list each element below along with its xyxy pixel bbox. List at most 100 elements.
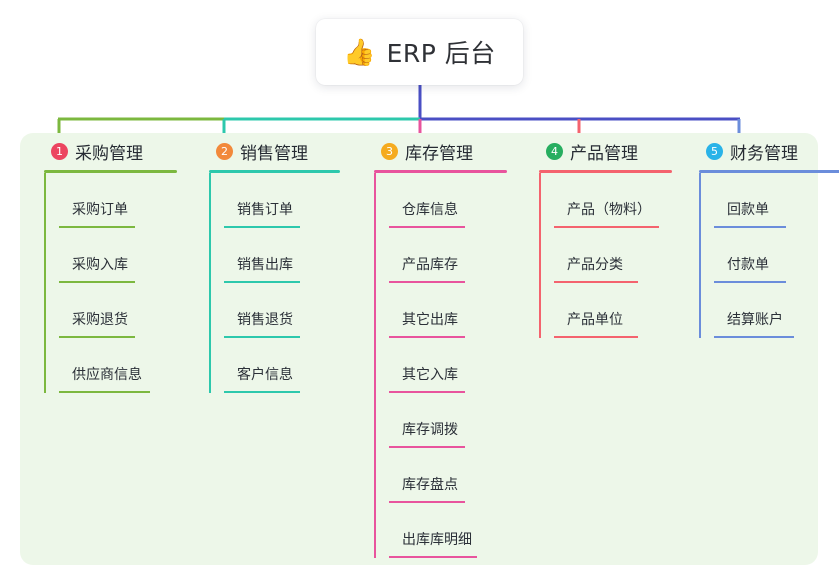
branch-item[interactable]: 产品库存 [389, 228, 507, 283]
branch-item-label: 库存调拨 [402, 422, 458, 438]
branch-title: 财务管理 [730, 144, 798, 164]
branch-item-underline [554, 281, 638, 283]
branch-item-list: 产品（物料） 产品分类产品单位 [539, 173, 672, 338]
branch-column-3: 3 库存管理仓库信息产品库存其它出库其它入库库存调拨库存盘点出库库明细 [362, 133, 507, 558]
branch-item-underline [714, 226, 786, 228]
branch-item[interactable]: 采购入库 [59, 228, 177, 283]
branch-item-label: 产品分类 [567, 257, 623, 273]
branch-item[interactable]: 供应商信息 [59, 338, 177, 393]
branch-column-2: 2 销售管理销售订单销售出库销售退货客户信息 [197, 133, 340, 393]
branch-item-underline [389, 391, 465, 393]
branch-item-underline [389, 446, 465, 448]
branch-item-underline [59, 226, 135, 228]
branch-item[interactable]: 付款单 [714, 228, 839, 283]
thumbs-up-icon: 👍 [343, 38, 376, 68]
branch-item[interactable]: 销售退货 [224, 283, 340, 338]
branch-item[interactable]: 库存盘点 [389, 448, 507, 503]
branch-item[interactable]: 产品单位 [554, 283, 672, 338]
branch-item-underline [59, 281, 135, 283]
branch-item-list: 仓库信息产品库存其它出库其它入库库存调拨库存盘点出库库明细 [374, 173, 507, 558]
branch-item-list: 采购订单采购入库采购退货供应商信息 [44, 173, 177, 393]
branch-item[interactable]: 其它出库 [389, 283, 507, 338]
branch-item[interactable]: 采购订单 [59, 173, 177, 228]
branch-title: 库存管理 [405, 144, 473, 164]
branch-column-1: 1 采购管理采购订单采购入库采购退货供应商信息 [32, 133, 177, 393]
branch-item-underline [224, 336, 300, 338]
branch-columns: 1 采购管理采购订单采购入库采购退货供应商信息 2 销售管理销售订单销售出库销售退货客… [20, 133, 839, 565]
branch-item[interactable]: 库存调拨 [389, 393, 507, 448]
branch-spine [44, 173, 46, 393]
branch-spine [699, 173, 701, 338]
root-title: ERP 后台 [386, 39, 496, 68]
branch-title: 销售管理 [240, 144, 308, 164]
branch-number-badge: 4 [546, 143, 563, 160]
branch-header-4[interactable]: 4 产品管理 [527, 133, 672, 170]
branch-item-label: 采购入库 [72, 257, 128, 273]
branch-item-underline [714, 336, 794, 338]
branch-item[interactable]: 采购退货 [59, 283, 177, 338]
branch-item-underline [224, 226, 300, 228]
branch-underline [44, 170, 177, 173]
branch-number-badge: 1 [51, 143, 68, 160]
branch-item-label: 销售订单 [237, 202, 293, 218]
branch-item-underline [554, 336, 638, 338]
branch-item-label: 供应商信息 [72, 367, 142, 383]
branches-panel [20, 133, 818, 565]
branch-item-underline [389, 226, 465, 228]
branch-item-label: 销售出库 [237, 257, 293, 273]
branch-underline [539, 170, 672, 173]
branch-item-underline [714, 281, 786, 283]
branch-item-label: 采购退货 [72, 312, 128, 328]
branch-item[interactable]: 出库库明细 [389, 503, 507, 558]
branch-underline [374, 170, 507, 173]
branch-item[interactable]: 产品（物料） [554, 173, 672, 228]
branch-number-badge: 2 [216, 143, 233, 160]
branch-header-3[interactable]: 3 库存管理 [362, 133, 507, 170]
branch-item-label: 出库库明细 [402, 532, 472, 548]
branch-item[interactable]: 销售订单 [224, 173, 340, 228]
branch-item-label: 其它出库 [402, 312, 458, 328]
root-node[interactable]: 👍 ERP 后台 [316, 19, 523, 85]
branch-number-badge: 3 [381, 143, 398, 160]
branch-header-2[interactable]: 2 销售管理 [197, 133, 340, 170]
branch-spine [374, 173, 376, 558]
branch-column-4: 4 产品管理产品（物料） 产品分类产品单位 [527, 133, 672, 338]
branch-item[interactable]: 其它入库 [389, 338, 507, 393]
branch-item-underline [224, 281, 300, 283]
branch-header-1[interactable]: 1 采购管理 [32, 133, 177, 170]
branch-item-underline [389, 501, 465, 503]
branch-item-underline [224, 391, 300, 393]
branch-underline [209, 170, 340, 173]
branch-item-label: 销售退货 [237, 312, 293, 328]
branch-item-underline [59, 336, 135, 338]
branch-spine [539, 173, 541, 338]
branch-item-label: 结算账户 [727, 312, 783, 328]
branch-title: 采购管理 [75, 144, 143, 164]
branch-item-list: 销售订单销售出库销售退货客户信息 [209, 173, 340, 393]
branch-item-underline [389, 281, 465, 283]
branch-item[interactable]: 客户信息 [224, 338, 340, 393]
branch-item-label: 产品库存 [402, 257, 458, 273]
branch-item-underline [389, 556, 477, 558]
branch-item-label: 采购订单 [72, 202, 128, 218]
branch-item-underline [389, 336, 465, 338]
branch-item[interactable]: 仓库信息 [389, 173, 507, 228]
branch-item-underline [554, 226, 659, 228]
branch-spine [209, 173, 211, 393]
branch-item[interactable]: 回款单 [714, 173, 839, 228]
branch-item-list: 回款单付款单结算账户 [699, 173, 839, 338]
branch-item-label: 仓库信息 [402, 202, 458, 218]
branch-item[interactable]: 结算账户 [714, 283, 839, 338]
branch-item[interactable]: 销售出库 [224, 228, 340, 283]
branch-item[interactable]: 产品分类 [554, 228, 672, 283]
branch-item-label: 回款单 [727, 202, 769, 218]
branch-item-label: 客户信息 [237, 367, 293, 383]
branch-item-label: 付款单 [727, 257, 769, 273]
branch-item-label: 产品（物料） [567, 202, 651, 218]
branch-item-underline [59, 391, 150, 393]
branch-title: 产品管理 [570, 144, 638, 164]
branch-item-label: 库存盘点 [402, 477, 458, 493]
